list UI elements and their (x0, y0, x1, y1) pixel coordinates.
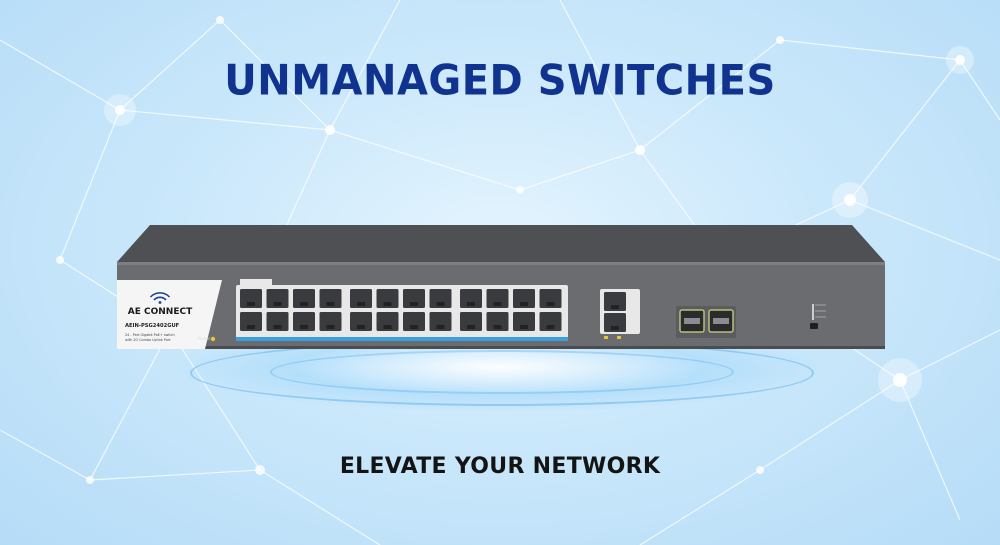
sfp-ports (679, 309, 734, 333)
brand-label-plate (117, 280, 222, 349)
description-line-1: 24 - Port Gigabit PoE+ switch (125, 333, 175, 337)
poe-indicator-strip (236, 337, 568, 341)
rj45-port (486, 289, 509, 308)
rj45-port (319, 312, 342, 331)
rj45-port (319, 289, 342, 308)
brand-name: AE CONNECT (128, 307, 193, 317)
rj45-port-block (236, 285, 568, 340)
rj45-port (513, 312, 535, 331)
rj45-port (539, 289, 562, 308)
rj45-port (350, 312, 372, 331)
rj45-port (266, 312, 289, 331)
switch-top-surface (117, 225, 885, 262)
rj45-port (240, 312, 262, 331)
rj45-port (350, 289, 372, 308)
rj45-port (429, 289, 452, 308)
rj45-port (604, 313, 626, 332)
rj45-port (403, 289, 425, 308)
rj45-ports (240, 289, 562, 331)
rj45-port (513, 289, 535, 308)
rj45-port (486, 312, 509, 331)
model-number: AEIN-PSG2402GUF (125, 323, 180, 329)
mode-button (810, 323, 818, 329)
rj45-port (240, 289, 262, 308)
page-headline: UNMANAGED SWITCHES (224, 56, 776, 106)
rj45-port (460, 312, 482, 331)
uplink-ports (604, 292, 626, 339)
rj45-port (376, 289, 399, 308)
rj45-port (604, 292, 626, 311)
rj45-port (376, 312, 399, 331)
power-led (210, 336, 216, 342)
port-block-tab (240, 279, 272, 285)
rj45-port (429, 312, 452, 331)
page-tagline: ELEVATE YOUR NETWORK (339, 454, 661, 479)
status-leds (812, 304, 826, 320)
wifi-signal-icon (149, 292, 171, 304)
rj45-port (403, 312, 425, 331)
rj45-port (460, 289, 482, 308)
rj45-port (293, 289, 315, 308)
power-label: Power (198, 336, 210, 341)
rj45-port (293, 312, 315, 331)
rj45-port (539, 312, 562, 331)
rj45-port (266, 289, 289, 308)
description-line-2: with 2G Combo Uplink Port (125, 338, 171, 342)
glow-ring-inner (270, 350, 734, 394)
